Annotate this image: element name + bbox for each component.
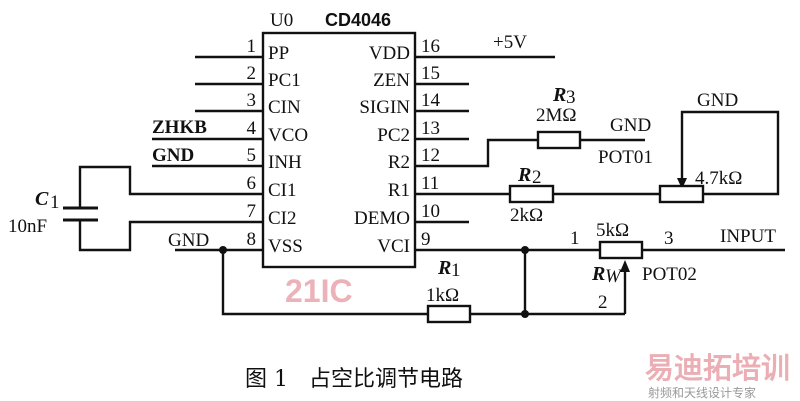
pin-label: CI2 xyxy=(268,208,297,229)
pin-number: 3 xyxy=(247,90,257,111)
pin-number: 11 xyxy=(421,173,439,194)
pin-label: SIGIN xyxy=(359,97,410,118)
figure-caption: 图 1 占空比调节电路 xyxy=(245,367,463,392)
r3-value: 2MΩ xyxy=(536,105,577,126)
net-input: INPUT xyxy=(720,226,776,247)
potentiometer-pot02 xyxy=(598,240,644,260)
pin-number: 2 xyxy=(247,63,257,84)
pin-label: R2 xyxy=(388,152,410,173)
chip-ref: U0 xyxy=(270,10,293,31)
resistor-r1 xyxy=(426,304,472,324)
r2-value: 2kΩ xyxy=(510,205,543,226)
pot02-ref: POT02 xyxy=(642,264,697,285)
r2-ref: R xyxy=(517,164,531,186)
c1-value: 10nF xyxy=(8,216,47,237)
pin-number: 12 xyxy=(421,145,440,166)
left-pins: 1 PP 2 PC1 3 CIN 4 VCO 5 INH 6 CI1 7 CI2 8 VSS xyxy=(247,36,309,257)
pot02-pin3: 3 xyxy=(664,228,674,249)
potentiometer-pot01 xyxy=(658,184,705,204)
pin-label: VSS xyxy=(268,236,303,257)
resistor-r2 xyxy=(508,184,555,204)
pin-number: 7 xyxy=(247,201,257,222)
r1-ref: R xyxy=(437,257,451,279)
pin-label: R1 xyxy=(388,180,410,201)
pin-label: CI1 xyxy=(268,180,297,201)
pin-label: VDD xyxy=(369,43,410,64)
resistor-r3 xyxy=(536,130,582,150)
pin-label: DEMO xyxy=(354,208,410,229)
junction-dot xyxy=(219,246,227,254)
watermark-edatop: 易迪拓培训 xyxy=(645,351,790,385)
net-gnd-vss: GND xyxy=(168,230,209,251)
pin-label: VCO xyxy=(268,125,308,146)
pin-label: PC1 xyxy=(268,70,301,91)
pot02-pin2: 2 xyxy=(598,292,608,313)
net-gnd-pot01: GND xyxy=(697,90,738,111)
net-gnd-r3: GND xyxy=(610,115,651,136)
pin-label: PC2 xyxy=(377,125,410,146)
pin-number: 15 xyxy=(421,63,440,84)
pot01-wiper-arrow xyxy=(677,178,687,189)
pin-number: 5 xyxy=(247,145,257,166)
pin-number: 16 xyxy=(421,36,440,57)
pin-number: 8 xyxy=(247,229,257,250)
pin-label: CIN xyxy=(268,97,301,118)
left-wires xyxy=(78,55,428,316)
pot01-ref: POT01 xyxy=(598,147,653,168)
r1-value: 1kΩ xyxy=(426,285,459,306)
capacitor-c1 xyxy=(63,206,98,222)
pot02-wiper-sub: W xyxy=(605,266,623,287)
c1-ref: C xyxy=(35,188,49,210)
watermark-slogan: 射频和天线设计专家 xyxy=(648,385,756,400)
right-pins: 16 VDD 15 ZEN 14 SIGIN 13 PC2 12 R2 11 R1 10 DEMO 9 VCI xyxy=(354,36,440,257)
net-zhkb: ZHKB xyxy=(152,117,207,138)
pot01-value: 4.7kΩ xyxy=(695,168,742,189)
chip-part: CD4046 xyxy=(325,10,391,30)
pin-label: VCI xyxy=(377,236,410,257)
r3-ref: R xyxy=(552,84,566,106)
r2-sub: 2 xyxy=(532,167,542,188)
pin-number: 4 xyxy=(247,118,257,139)
r1-sub: 1 xyxy=(451,260,461,281)
net-gnd-inh: GND xyxy=(152,145,194,166)
right-wires xyxy=(415,55,785,316)
pot02-wiper-ref: R xyxy=(591,263,605,285)
pin-number: 10 xyxy=(421,201,440,222)
r3-sub: 3 xyxy=(566,87,576,108)
pin-label: INH xyxy=(268,152,302,173)
junction-dot xyxy=(521,246,529,254)
cd4046-chip xyxy=(261,31,417,269)
pin-label: ZEN xyxy=(373,70,410,91)
pot02-value: 5kΩ xyxy=(596,220,629,241)
pot02-wiper-arrow xyxy=(620,260,630,272)
pot02-pin1: 1 xyxy=(570,228,580,249)
net-5v: +5V xyxy=(493,32,527,53)
pin-number: 9 xyxy=(421,229,431,250)
junction-dot xyxy=(521,310,529,318)
pin-number: 1 xyxy=(247,36,257,57)
pin-number: 14 xyxy=(421,90,441,111)
c1-sub: 1 xyxy=(50,192,60,213)
pin-number: 13 xyxy=(421,118,440,139)
pin-number: 6 xyxy=(247,173,257,194)
pin-label: PP xyxy=(268,43,289,64)
watermark-21ic: 21IC xyxy=(285,273,353,309)
